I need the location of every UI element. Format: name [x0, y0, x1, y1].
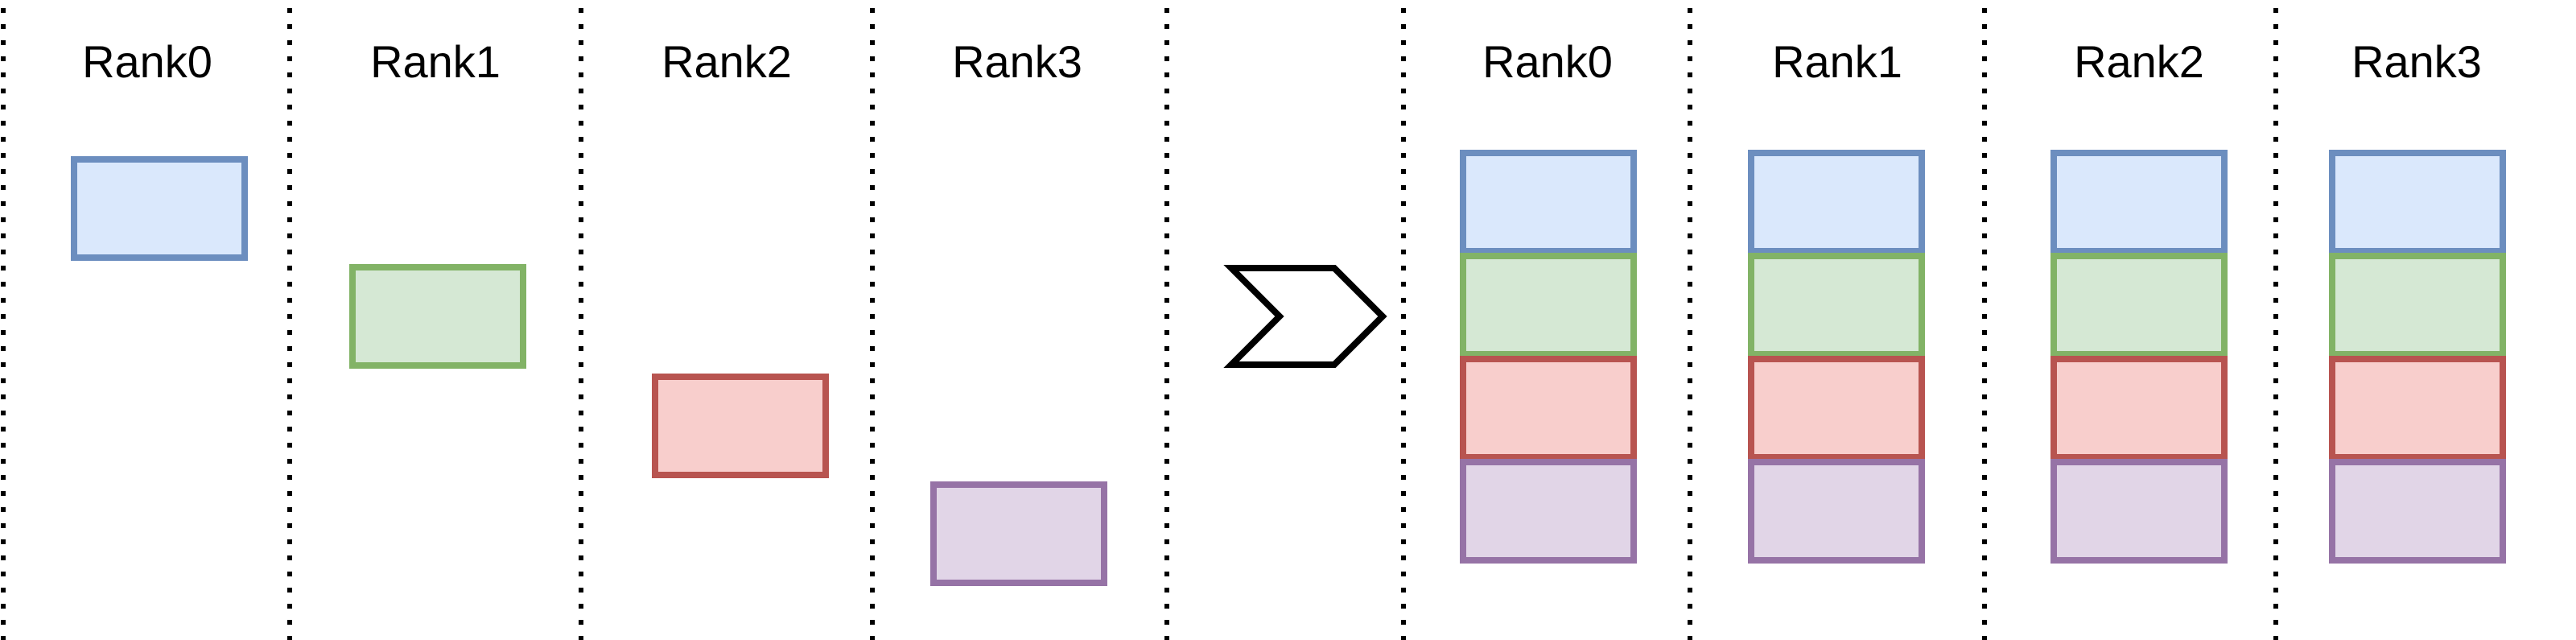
after-rank3-block-blue — [2329, 150, 2506, 254]
after-rank3-block-purple — [2329, 459, 2506, 564]
after-rank2-block-red — [2050, 356, 2228, 460]
after-rank-label-3: Rank3 — [2351, 36, 2482, 87]
after-rank2-block-blue — [2050, 150, 2228, 254]
after-rank2-block-green — [2050, 253, 2228, 357]
after-rank1-block-red — [1748, 356, 1925, 460]
after-rank-label-1: Rank1 — [1772, 36, 1902, 87]
after-rank0-block-green — [1460, 253, 1637, 357]
arrow-shape — [1223, 265, 1387, 368]
after-rank3-block-green — [2329, 253, 2506, 357]
chevron-right-icon — [1223, 265, 1387, 368]
before-rank-label-1: Rank1 — [370, 36, 501, 87]
after-rank2-block-purple — [2050, 459, 2228, 564]
after-rank3-block-red — [2329, 356, 2506, 460]
before-block-rank3-purple — [930, 481, 1107, 586]
after-rank1-block-purple — [1748, 459, 1925, 564]
after-rank-label-2: Rank2 — [2074, 36, 2204, 87]
before-rank-label-3: Rank3 — [952, 36, 1082, 87]
before-rank-label-2: Rank2 — [662, 36, 792, 87]
after-labels: Rank0 Rank1 Rank2 Rank3 — [1482, 36, 2482, 87]
before-blocks — [71, 156, 1107, 586]
before-rank-label-0: Rank0 — [82, 36, 212, 87]
after-rank1-block-blue — [1748, 150, 1925, 254]
after-rank0-block-red — [1460, 356, 1637, 460]
after-stack-rank2 — [2050, 150, 2228, 564]
after-rank0-block-blue — [1460, 150, 1637, 254]
after-stack-rank1 — [1748, 150, 1925, 564]
before-labels: Rank0 Rank1 Rank2 Rank3 — [82, 36, 1082, 87]
before-block-rank2-red — [652, 374, 829, 478]
column-dividers — [1, 8, 2278, 640]
after-stack-rank3 — [2329, 150, 2506, 564]
before-block-rank1-green — [349, 264, 526, 369]
after-rank-label-0: Rank0 — [1482, 36, 1613, 87]
before-block-rank0-blue — [71, 156, 248, 261]
after-rank1-block-green — [1748, 253, 1925, 357]
after-stack-rank0 — [1460, 150, 1637, 564]
after-rank0-block-purple — [1460, 459, 1637, 564]
